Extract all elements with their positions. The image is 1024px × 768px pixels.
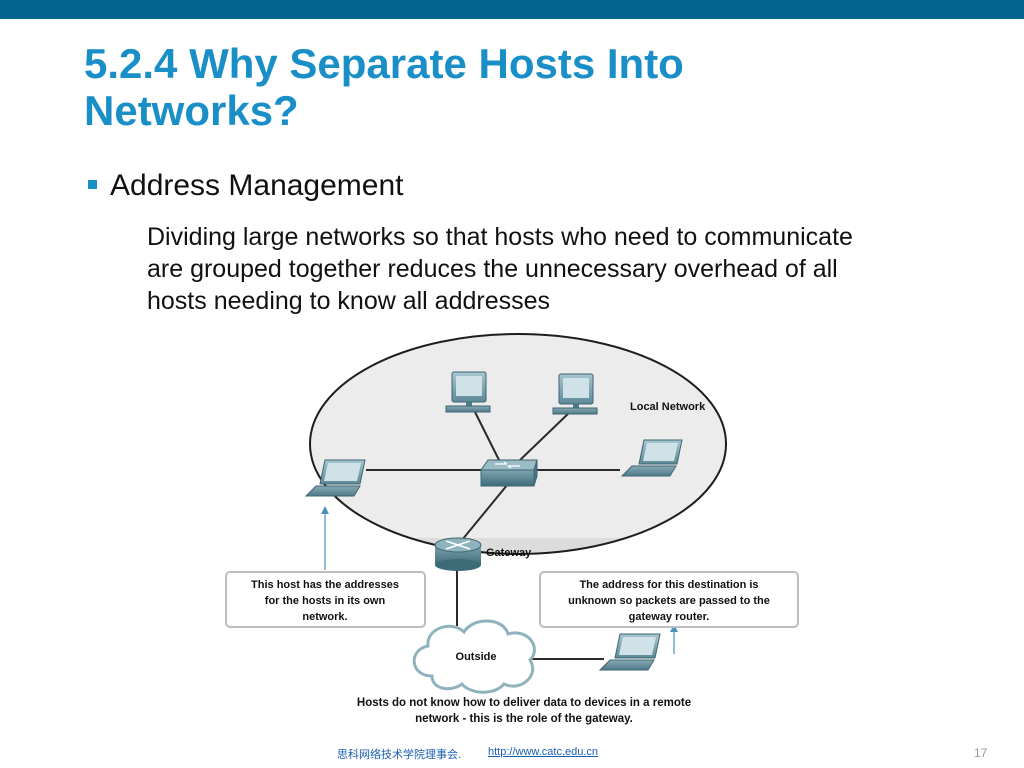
left-callout-box: This host has the addresses for the host…	[225, 571, 426, 628]
top-bar	[0, 0, 1024, 19]
slide-title-line: 5.2.4 Why Separate Hosts Into	[84, 40, 684, 87]
arrow-up-icon	[321, 506, 329, 570]
laptop-icon	[598, 633, 661, 671]
left-callout-line: network.	[302, 611, 347, 623]
body-line: Dividing large networks so that hosts wh…	[147, 223, 853, 251]
gateway-label: Gateway	[486, 547, 532, 559]
left-callout-line: This host has the addresses	[251, 579, 399, 591]
desktop-computer-icon	[445, 371, 491, 413]
body-line: hosts needing to know all addresses	[147, 287, 551, 315]
laptop-icon	[304, 459, 366, 497]
slide-title: 5.2.4 Why Separate Hosts Into Networks?	[84, 40, 984, 134]
cloud-icon: Outside	[412, 619, 536, 694]
right-callout-line: unknown so packets are passed to the	[568, 595, 770, 607]
footer-organization: 思科网络技术学院理事会.	[337, 749, 462, 761]
laptop-icon	[620, 439, 683, 477]
arrow-up-icon	[670, 624, 678, 654]
body-paragraph: Dividing large networks so that hosts wh…	[147, 221, 977, 317]
footer-url-link[interactable]: http://www.catc.edu.cn	[488, 746, 599, 758]
network-links	[366, 409, 620, 660]
page-number: 17	[974, 746, 988, 760]
desktop-computer-icon	[552, 373, 598, 415]
bullet-square-icon	[88, 180, 97, 189]
link-desktop-right-switch	[517, 409, 573, 463]
switch-icon	[480, 459, 538, 487]
link-desktop-left-switch	[473, 409, 501, 463]
outside-label: Outside	[456, 651, 497, 663]
left-callout-line: for the hosts in its own	[265, 595, 386, 607]
diagram-caption-line: network - this is the role of the gatewa…	[415, 713, 633, 725]
right-callout-box: The address for this destination is unkn…	[539, 571, 799, 628]
router-icon	[434, 537, 482, 571]
body-line: are grouped together reduces the unneces…	[147, 255, 838, 283]
local-network-label: Local Network	[630, 401, 706, 413]
slide-title-line: Networks?	[84, 87, 299, 134]
bullet-heading: Address Management	[110, 169, 404, 202]
right-callout-line: The address for this destination is	[579, 579, 758, 591]
right-callout-line: gateway router.	[629, 611, 710, 623]
diagram-caption-line: Hosts do not know how to deliver data to…	[357, 697, 691, 709]
link-switch-router	[461, 483, 509, 541]
